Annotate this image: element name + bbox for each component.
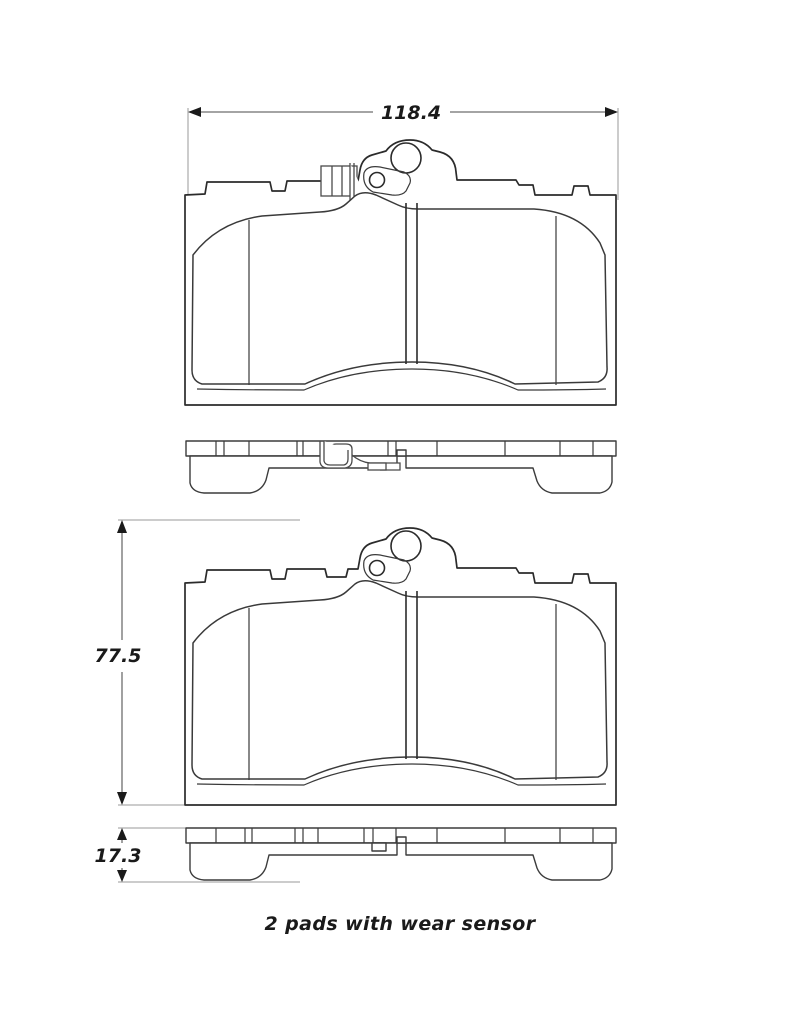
upper-pad-edge-view <box>185 440 617 494</box>
lower-pad-friction-material <box>191 580 608 780</box>
drawing-caption: 2 pads with wear sensor <box>265 913 537 935</box>
height-arrow-bottom-icon <box>117 792 127 805</box>
lower-pad-face-view <box>184 527 617 806</box>
lower-pad-ear-inner-contour <box>363 554 411 584</box>
upper-pad-friction-material <box>191 192 608 385</box>
upper-pad-ear-inner-contour <box>363 166 411 196</box>
height-arrow-top-icon <box>117 520 127 533</box>
wear-sensor-clip-tail <box>351 454 401 471</box>
upper-edge-wear-sensor-clip <box>319 441 401 471</box>
thickness-dimension-label: 17.3 <box>95 845 142 867</box>
thickness-dimension-group: 17.3 <box>95 827 300 883</box>
lower-pad-edge-view <box>185 827 617 881</box>
lower-edge-locating-tab <box>371 842 387 852</box>
width-arrow-right-icon <box>605 107 618 117</box>
thickness-arrow-bottom-icon <box>117 870 127 882</box>
width-dimension-label: 118.4 <box>381 102 441 124</box>
lower-pad-small-pin-hole <box>368 559 386 577</box>
lower-edge-friction-block <box>189 836 613 881</box>
width-dimension-group: 118.4 <box>187 102 619 200</box>
height-dimension-label: 77.5 <box>95 645 142 667</box>
thickness-arrow-top-icon <box>117 828 127 840</box>
lower-pad-friction-bottom-contour <box>196 763 607 786</box>
upper-edge-friction-block <box>189 449 613 494</box>
wear-sensor-clip-inner <box>323 441 349 466</box>
upper-pad-friction-bottom-contour <box>196 368 607 391</box>
wear-sensor-clip-foot <box>367 462 387 471</box>
upper-pad-face-view <box>184 139 617 406</box>
upper-pad-small-pin-hole <box>368 171 386 189</box>
width-arrow-left-icon <box>188 107 201 117</box>
